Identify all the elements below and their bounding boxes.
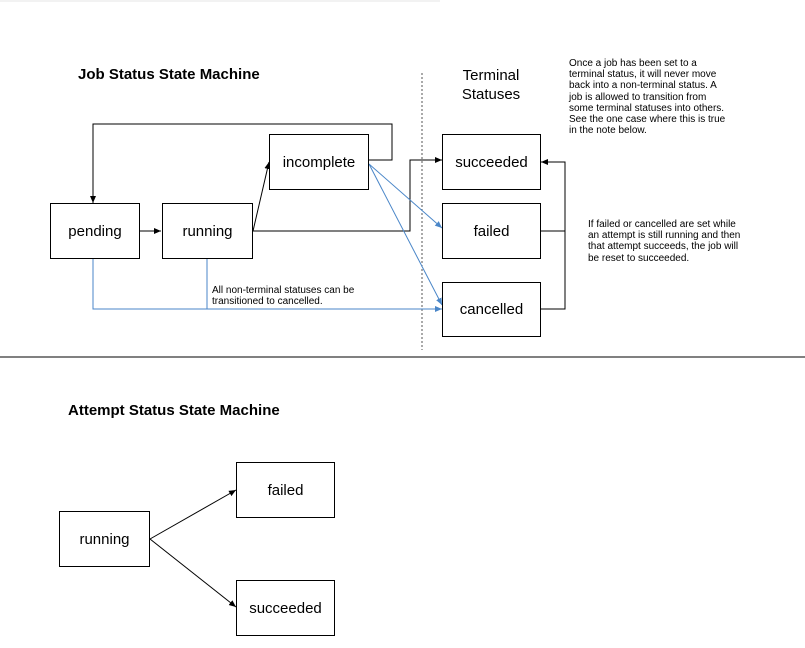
state-succeeded: succeeded: [442, 134, 541, 190]
attempt-machine-title: Attempt Status State Machine: [68, 402, 280, 419]
state-failed: failed: [442, 203, 541, 259]
arrow-pending-cancelled: [92, 259, 442, 312]
arrow-incomplete-pending: [90, 123, 393, 203]
state-incomplete: incomplete: [269, 134, 369, 190]
arrow-running-succeeded: [253, 157, 442, 232]
attempt-state-running: running: [59, 511, 150, 567]
arrow-reset-succeeded: [541, 159, 566, 231]
terminal-status-note: Once a job has been set to a terminal st…: [569, 58, 726, 137]
arrow-terminal-succeeded: [540, 230, 566, 310]
arrow-attempt-running-succeeded: [149, 538, 237, 608]
state-cancelled: cancelled: [442, 282, 541, 337]
arrow-incomplete-cancelled: [368, 163, 443, 306]
terminal-statuses-heading: Terminal Statuses: [461, 67, 521, 103]
state-pending: pending: [50, 203, 140, 259]
attempt-state-failed: failed: [236, 462, 335, 518]
attempt-state-succeeded: succeeded: [236, 580, 335, 636]
job-machine-title: Job Status State Machine: [78, 66, 260, 83]
reset-succeeded-note: If failed or cancelled are set while an …: [588, 219, 741, 264]
arrow-running-incomplete: [252, 161, 271, 232]
cancel-note: All non-terminal statuses can be transit…: [212, 285, 355, 308]
arrow-attempt-running-failed: [149, 489, 237, 540]
state-running: running: [162, 203, 253, 259]
arrow-incomplete-failed: [368, 163, 443, 229]
